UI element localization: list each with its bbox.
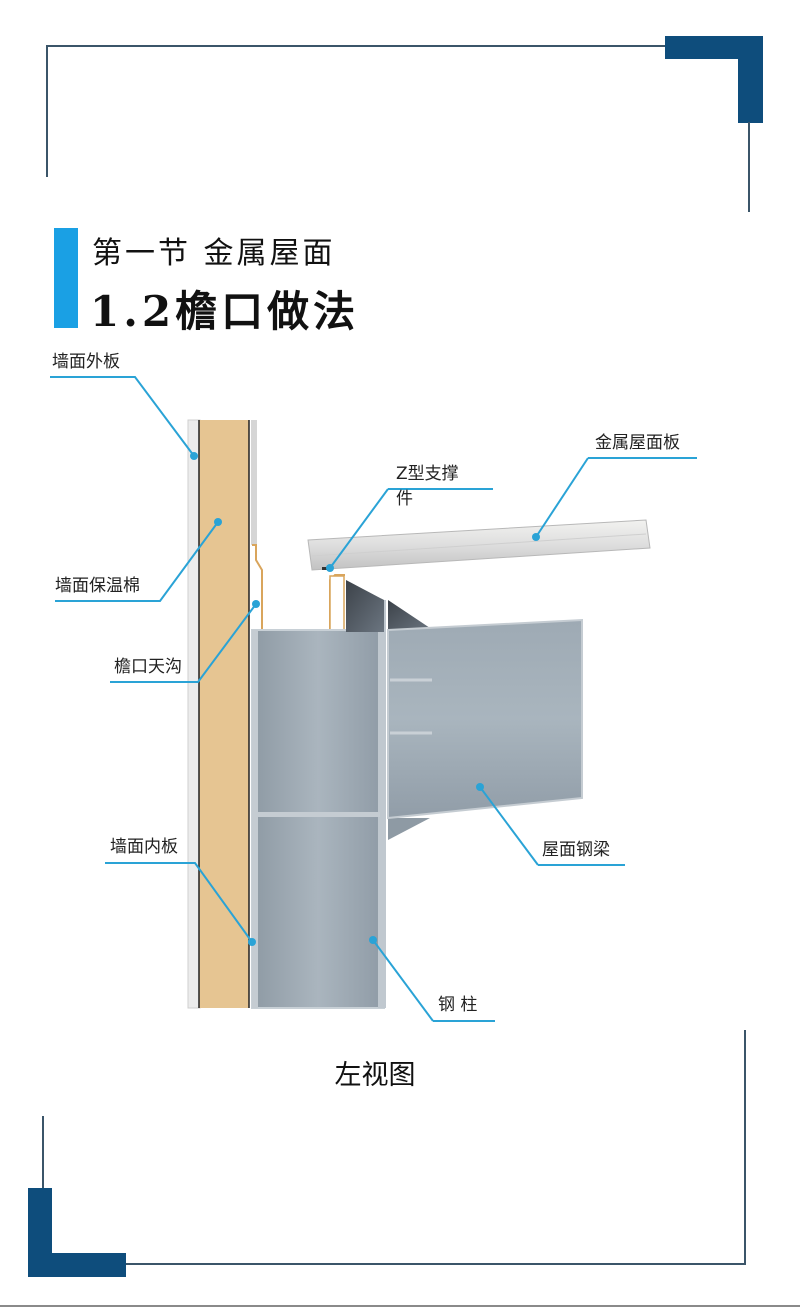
label-metal-roof-panel: 金属屋面板 — [595, 433, 680, 453]
frame-corner-top-right-v — [738, 36, 763, 123]
label-wall-outer-panel: 墙面外板 — [52, 352, 120, 372]
metal-roof-panel — [307, 519, 651, 571]
wall-inner-panel — [251, 420, 257, 545]
label-roof-steel-beam: 屋面钢梁 — [542, 840, 610, 860]
label-wall-inner-panel: 墙面内板 — [110, 837, 178, 857]
label-wall-insulation: 墙面保温棉 — [55, 576, 140, 596]
leader-dots — [190, 452, 540, 946]
roof-steel-beam — [387, 618, 583, 820]
frame-corner-bottom-left-h — [28, 1253, 126, 1277]
page-title: 1.2檐口做法 — [90, 287, 360, 336]
wall-outer-panel — [187, 419, 201, 1009]
frame-left-line — [46, 45, 48, 177]
leader-lines — [50, 376, 697, 1022]
frame-left-bottom-line — [42, 1116, 44, 1190]
haunch-stiffeners — [346, 580, 430, 840]
frame-top-line — [46, 45, 666, 47]
frame-right-top-line — [748, 122, 750, 212]
frame-right-bottom-line — [744, 1030, 746, 1264]
label-steel-column: 钢 柱 — [438, 995, 478, 1015]
frame-bottom-line — [124, 1263, 746, 1265]
label-z-support-line2: 件 — [396, 489, 413, 509]
label-eave-gutter: 檐口天沟 — [114, 657, 182, 677]
page-bottom-rule — [0, 1305, 800, 1307]
label-z-support-line1: Z型支撑 — [396, 464, 459, 484]
wall-insulation — [198, 420, 250, 1008]
section-heading: 第一节 金属屋面 — [92, 236, 336, 271]
steel-column — [251, 600, 386, 1009]
view-caption: 左视图 — [334, 1060, 416, 1091]
title-accent-bar — [54, 228, 78, 328]
